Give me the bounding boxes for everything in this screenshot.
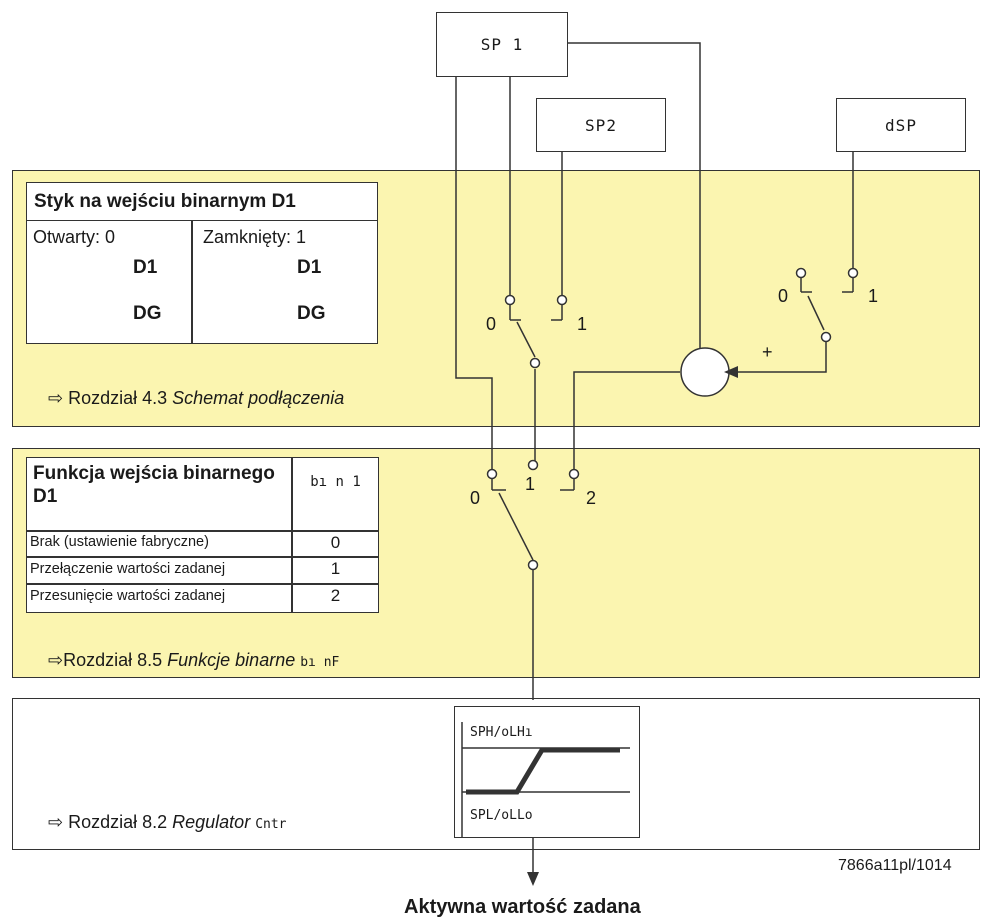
limit-low-label: SPL/oLLo bbox=[470, 808, 533, 823]
row-none-value: 0 bbox=[330, 533, 341, 552]
bin1-param: bı n 1 bbox=[310, 474, 361, 490]
sp2-box: SP2 bbox=[536, 98, 666, 152]
limit-high-label: SPH/oLHı bbox=[470, 725, 533, 740]
sp1-label: SP 1 bbox=[480, 35, 524, 54]
upper-right-switch-0: 0 bbox=[778, 286, 789, 306]
dsp-box: dSP bbox=[836, 98, 966, 152]
row-shift-label: Przesunięcie wartości zadanej bbox=[30, 588, 226, 604]
lower-switch-2: 2 bbox=[586, 488, 597, 508]
row-shift-value: 2 bbox=[330, 586, 341, 605]
sp2-label: SP2 bbox=[585, 115, 617, 135]
row-none-label: Brak (ustawienie fabryczne) bbox=[30, 534, 209, 550]
open-label: Otwarty: 0 bbox=[33, 227, 116, 247]
upper-left-switch-0: 0 bbox=[486, 314, 497, 334]
summer-plus-sign: + bbox=[762, 342, 773, 362]
lower-switch-1: 1 bbox=[525, 474, 536, 494]
output-label: Aktywna wartość zadana bbox=[404, 896, 641, 918]
wiring-reference: ⇨ Rozdział 4.3 Schemat podłączenia bbox=[48, 388, 345, 408]
closed-d1-label: D1 bbox=[297, 257, 322, 278]
characteristic-graph bbox=[454, 706, 640, 838]
regulator-reference: ⇨ Rozdział 8.2 Regulator Cntr bbox=[48, 812, 287, 832]
lower-switch-0: 0 bbox=[470, 488, 481, 508]
closed-dg-label: DG bbox=[297, 303, 326, 324]
open-d1-label: D1 bbox=[133, 257, 158, 278]
row-switch-label: Przełączenie wartości zadanej bbox=[30, 561, 226, 577]
upper-right-switch-1: 1 bbox=[868, 286, 879, 306]
figure-code: 7866a11pl/1014 bbox=[838, 857, 952, 874]
row-switch-value: 1 bbox=[330, 559, 341, 578]
binary-functions-reference: ⇨Rozdział 8.5 Funkcje binarne bı nF bbox=[48, 650, 340, 670]
open-dg-label: DG bbox=[133, 303, 162, 324]
closed-label: Zamknięty: 1 bbox=[203, 227, 307, 247]
upper-left-switch-1: 1 bbox=[577, 314, 588, 334]
contact-title: Styk na wejściu binarnym D1 bbox=[27, 183, 377, 221]
dsp-label: dSP bbox=[885, 115, 917, 135]
contact-table: Styk na wejściu binarnym D1 Otwarty: 0 Z… bbox=[26, 182, 378, 344]
sp1-box: SP 1 bbox=[436, 12, 568, 77]
function-table: Funkcja wejścia binarnego D1 bı n 1 Brak… bbox=[26, 457, 379, 613]
function-title: Funkcja wejścia binarnego D1 bbox=[33, 463, 275, 507]
regulator-panel bbox=[12, 698, 980, 850]
